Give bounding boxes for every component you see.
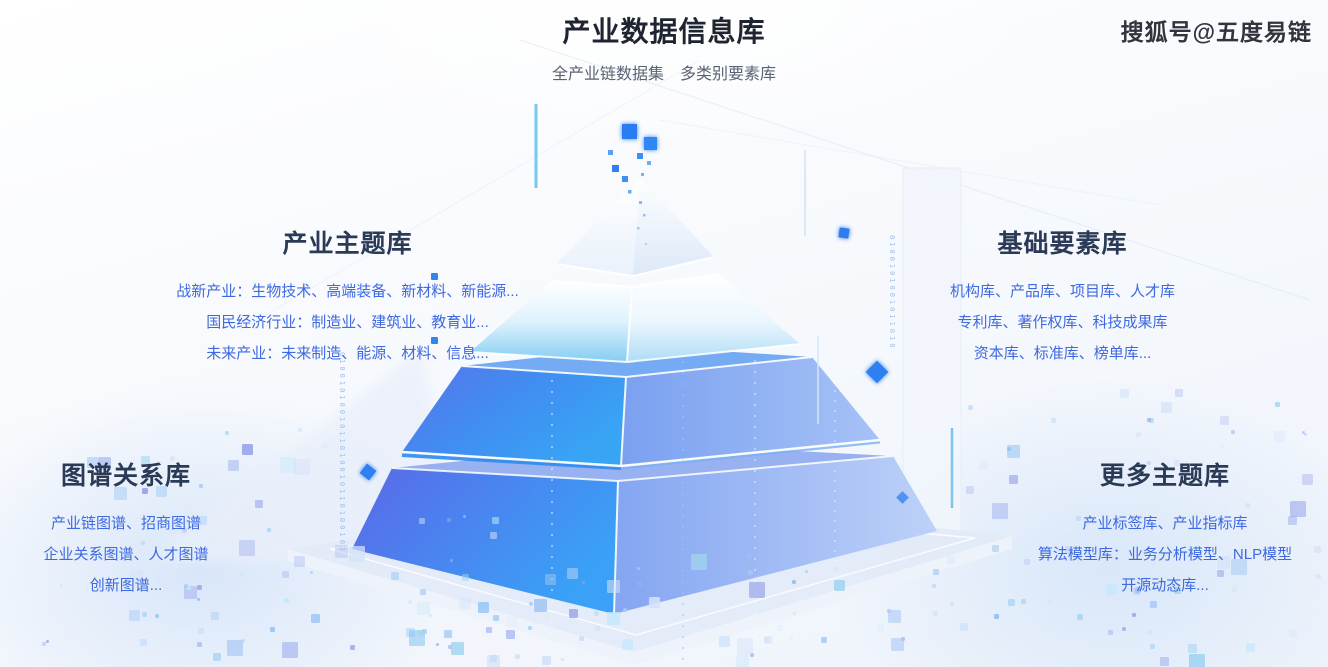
section-industry-theme-title: 产业主题库 (282, 230, 413, 258)
binary-column-right: 0100101001011010 (888, 235, 896, 350)
section-industry-theme: 产业主题库 战新产业：生物技术、高端装备、新材料、新能源... 国民经济行业：制… (170, 224, 525, 373)
diamond-right (865, 360, 889, 384)
page-subtitle: 全产业链数据集 多类别要素库 (551, 66, 776, 83)
section-more-theme-line: 开源动态库... (1121, 577, 1209, 594)
section-industry-theme-line: 未来产业：未来制造、能源、材料、信息... (206, 345, 489, 362)
pyramid-apex (555, 178, 715, 278)
pyramid-tier-2 (469, 273, 801, 364)
section-basic-elements-line: 机构库、产品库、项目库、人才库 (949, 283, 1175, 300)
dotted-columns (551, 350, 836, 660)
binary-column-left: 0100101001011010010110100101 (338, 352, 346, 554)
section-graph-relation-line: 企业关系图谱、人才图谱 (43, 546, 209, 563)
section-more-theme-line: 产业标签库、产业指标库 (1082, 515, 1248, 532)
section-industry-theme-line: 战新产业：生物技术、高端装备、新材料、新能源... (176, 283, 519, 300)
section-more-theme: 更多主题库 产业标签库、产业指标库 算法模型库：业务分析模型、NLP模型 开源动… (1002, 456, 1328, 605)
section-graph-relation-title: 图谱关系库 (60, 462, 191, 490)
section-more-theme-title: 更多主题库 (1099, 462, 1230, 490)
section-graph-relation-line: 产业链图谱、招商图谱 (50, 515, 201, 532)
section-graph-relation-line: 创新图谱... (89, 577, 163, 594)
section-more-theme-line: 算法模型库：业务分析模型、NLP模型 (1037, 546, 1293, 563)
section-basic-elements-line: 资本库、标准库、榜单库... (973, 345, 1152, 362)
section-graph-relation: 图谱关系库 产业链图谱、招商图谱 企业关系图谱、人才图谱 创新图谱... (10, 456, 242, 605)
square-upper-right (838, 227, 850, 239)
section-basic-elements-title: 基础要素库 (997, 230, 1128, 258)
watermark: 搜狐号@五度易链 (1120, 19, 1312, 45)
section-basic-elements-line: 专利库、著作权库、科技成果库 (957, 314, 1168, 331)
section-basic-elements: 基础要素库 机构库、产品库、项目库、人才库 专利库、著作权库、科技成果库 资本库… (890, 224, 1235, 373)
section-industry-theme-line: 国民经济行业：制造业、建筑业、教育业... (206, 314, 489, 331)
